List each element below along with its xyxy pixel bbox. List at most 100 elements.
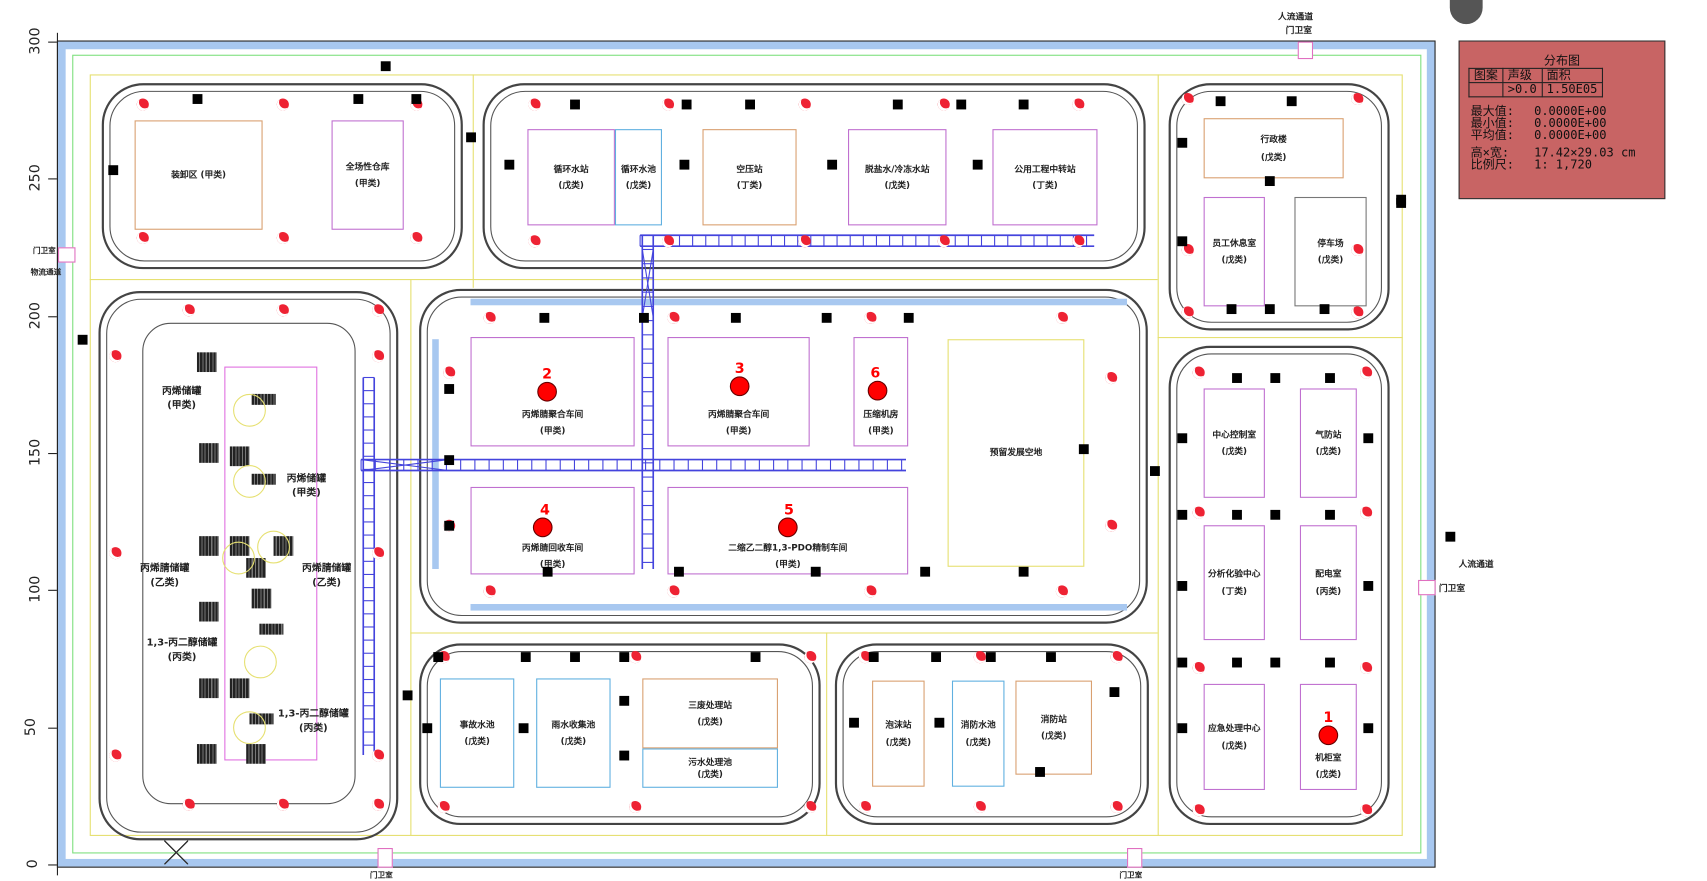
equipment-block-icon — [1264, 176, 1275, 187]
tank-class: (乙类) — [312, 577, 341, 589]
building-name: 公用工程中转站 — [1014, 163, 1076, 174]
marker-6[interactable] — [867, 380, 888, 401]
legend-level: >0.0 — [1502, 82, 1543, 98]
building-name: 循环水站 — [553, 163, 589, 174]
equipment-block-icon — [679, 159, 690, 170]
building-cabinet-room[interactable]: 机柜室(戊类) — [1299, 683, 1357, 791]
building-admin[interactable]: 行政楼(戊类) — [1203, 118, 1344, 179]
storage-tank-icon — [199, 601, 219, 622]
building-gas-defense[interactable]: 气防站 (戊类) — [1299, 388, 1357, 498]
fire-hydrant-icon — [109, 350, 122, 363]
building-power-room[interactable]: 配电室(丙类) — [1299, 525, 1357, 641]
equipment-block-icon — [1177, 723, 1188, 734]
storage-tank-icon — [199, 678, 219, 699]
marker-5[interactable] — [777, 517, 798, 538]
building-loading-area[interactable]: 装卸区 (甲类) — [134, 120, 263, 230]
building-name: 气防站 — [1315, 429, 1342, 440]
marker-1[interactable] — [1318, 725, 1339, 746]
building-name: 消防水池 — [960, 720, 996, 731]
equipment-block-icon — [1177, 657, 1188, 668]
gate-left-flow-label: 物流通道 — [30, 268, 62, 277]
building-desalted-water[interactable]: 脱盐水/冷冻水站(戊类) — [848, 129, 947, 226]
y-axis-line — [56, 32, 58, 876]
fire-hydrant-icon — [1181, 306, 1194, 319]
marker-2[interactable] — [537, 381, 557, 402]
building-fire-station[interactable]: 消防站(戊类) — [1015, 680, 1093, 775]
y-tick-mark — [48, 727, 57, 729]
building-class: (戊类) — [1221, 446, 1248, 457]
building-fire-water-pool[interactable]: 消防水池(戊类) — [951, 680, 1005, 787]
building-name: 丙烯腈聚合车间 — [521, 408, 584, 419]
block-bottom-left — [419, 643, 821, 826]
tank-circle-icon — [233, 393, 266, 427]
equipment-block-icon — [570, 652, 580, 662]
building-rainwater-pool[interactable]: 雨水收集池(戊类) — [536, 678, 611, 788]
legend-pattern — [1468, 82, 1504, 98]
equipment-block-icon — [77, 334, 88, 345]
building-name: 机柜室 — [1315, 752, 1342, 763]
equipment-block-icon — [972, 159, 983, 170]
building-circulating-water-pool[interactable]: 循环水池(戊类) — [614, 129, 662, 226]
marker-4[interactable] — [532, 517, 553, 538]
building-circulating-water-station[interactable]: 循环水站(戊类) — [527, 129, 615, 226]
equipment-block-icon — [444, 455, 455, 466]
equipment-block-icon — [570, 99, 580, 110]
building-accident-pool[interactable]: 事故水池(戊类) — [439, 678, 515, 788]
storage-tank-icon — [196, 352, 217, 373]
equipment-block-icon — [1078, 444, 1089, 455]
building-name: 脱盐水/冷冻水站 — [864, 163, 930, 174]
equipment-block-icon — [192, 94, 203, 104]
equipment-block-icon — [750, 652, 761, 662]
fire-hydrant-icon — [798, 98, 811, 111]
tank-class: (乙类) — [150, 577, 180, 589]
building-name: 预留发展空地 — [989, 447, 1043, 458]
equipment-block-icon — [827, 159, 838, 170]
tank-label-1: 丙烯储罐(甲类) — [162, 383, 201, 411]
building-name: 消防站 — [1040, 714, 1067, 725]
tank-label-2: 丙烯储罐(甲类) — [287, 471, 326, 499]
block-tank-farm — [98, 291, 399, 841]
building-sewage-pool[interactable]: 污水处理池(戊类) — [642, 748, 778, 788]
building-warehouse[interactable]: 全场性仓库(甲类) — [331, 120, 404, 230]
stat-label: 比例尺: — [1470, 157, 1514, 172]
y-tick-mark — [48, 315, 57, 317]
gate-bottom-1 — [377, 848, 393, 868]
building-foam-station[interactable]: 泡沫站(戊类) — [872, 680, 925, 787]
storage-tank-icon — [196, 744, 217, 764]
building-recovery[interactable]: 丙烯腈回收车间(甲类) — [470, 486, 635, 575]
reserved-land[interactable]: 预留发展空地 — [947, 339, 1085, 567]
storage-tank-icon — [199, 536, 219, 556]
building-staff-lounge[interactable]: 员工休息室(戊类) — [1203, 196, 1265, 307]
fire-hydrant-icon — [1072, 235, 1085, 248]
process-wall-left — [432, 339, 439, 569]
equipment-block-icon — [868, 652, 879, 662]
equipment-block-icon — [1215, 96, 1226, 107]
equipment-block-icon — [931, 652, 942, 662]
fire-hydrant-icon — [443, 366, 456, 379]
building-name: 丙烯腈聚合车间 — [707, 408, 770, 419]
fire-hydrant-icon — [528, 98, 541, 111]
equipment-block-icon — [539, 312, 550, 323]
gate-right-guard-label: 门卫室 — [1438, 583, 1466, 594]
tank-circle-icon — [222, 541, 255, 575]
building-waste-treatment[interactable]: 三废处理站(戊类) — [642, 678, 778, 749]
building-emergency[interactable]: 应急处理中心(戊类) — [1203, 683, 1265, 791]
equipment-block-icon — [504, 159, 515, 170]
building-central-control[interactable]: 中心控制室(戊类) — [1203, 388, 1265, 498]
equipment-block-icon — [639, 312, 649, 323]
equipment-block-icon — [1232, 509, 1242, 520]
building-class: (戊类) — [1315, 446, 1342, 457]
building-lab[interactable]: 分析化验中心(丁类) — [1203, 525, 1265, 641]
storage-tank-icon — [251, 393, 276, 405]
marker-3[interactable] — [729, 376, 750, 397]
fire-hydrant-icon — [667, 311, 680, 324]
equipment-block-icon — [1177, 433, 1188, 444]
building-class: (甲类) — [539, 425, 566, 436]
equipment-block-icon — [1264, 304, 1275, 315]
equipment-block-icon — [380, 61, 391, 72]
building-name: 二缩乙二醇1,3-PDO精制车间 — [728, 542, 848, 553]
building-utility-transfer[interactable]: 公用工程中转站(丁类) — [992, 129, 1098, 226]
fire-hydrant-icon — [798, 235, 811, 248]
building-air-compressor[interactable]: 空压站(丁类) — [702, 129, 797, 226]
